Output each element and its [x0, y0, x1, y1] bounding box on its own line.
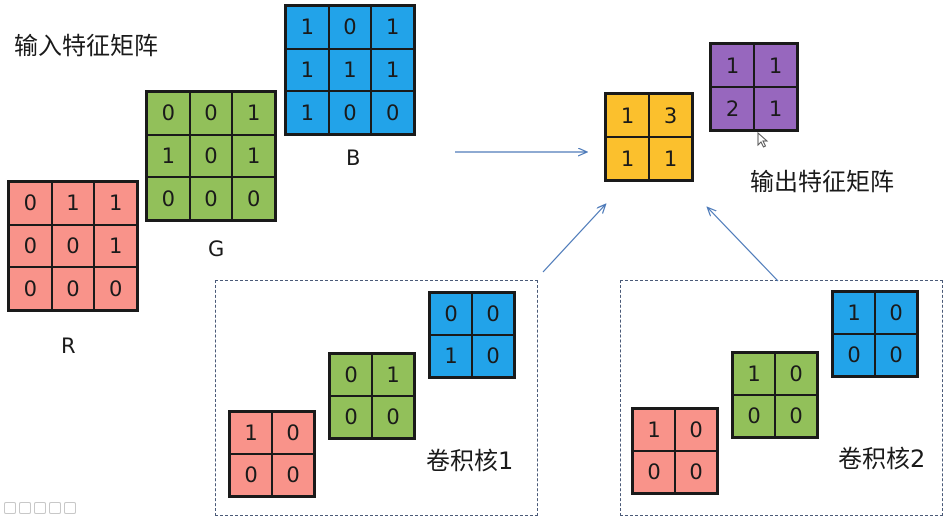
kernel2-matrix-b-cell: 0: [875, 292, 917, 334]
kernel2-matrix-r-cell: 0: [675, 409, 717, 451]
input-matrix-r-cell: 0: [94, 267, 137, 310]
input-matrix-g-cell: 0: [189, 134, 233, 178]
kernel2-matrix-b-cell: 0: [875, 334, 917, 376]
input-matrix-r-cell: 0: [9, 267, 52, 310]
kernel1-matrix-r-cell: 0: [272, 454, 314, 496]
kernel2-matrix-r-cell: 1: [633, 409, 675, 451]
kernel2-matrix-b-cell: 0: [833, 334, 875, 376]
input-matrix-b-cell: 1: [286, 48, 329, 92]
kernel1-box: [215, 280, 538, 516]
input-matrix-g-cell: 1: [232, 134, 275, 178]
kernel2-matrix-g-cell: 0: [775, 395, 817, 437]
kernel1-matrix-g-cell: 0: [372, 396, 414, 438]
pen-icon[interactable]: [19, 502, 31, 514]
input-matrix-g-cell: 0: [232, 177, 275, 220]
input-matrix-r-cell: 0: [51, 224, 95, 268]
kernel1-matrix-g-cell: 1: [372, 354, 414, 396]
input-matrix-g-cell: 1: [147, 134, 190, 178]
input-matrix-r-cell: 0: [9, 182, 52, 225]
arrow-kernel2-to-output: [708, 208, 779, 282]
presentation-toolbar: [4, 502, 76, 514]
screen-icon[interactable]: [4, 502, 16, 514]
kernel2-matrix-g-cell: 0: [733, 395, 775, 437]
output-matrix-orange-cell: 1: [649, 137, 692, 180]
input-matrix-r-cell: 0: [9, 224, 52, 268]
output-matrix-purple-cell: 2: [711, 87, 754, 130]
output-matrix-purple-cell: 1: [754, 87, 797, 130]
output-matrix-orange-cell: 1: [606, 94, 649, 137]
channel-label-b: B: [346, 146, 361, 170]
kernel2-label: 卷积核2: [838, 445, 926, 473]
output-matrix-purple-cell: 1: [711, 44, 754, 87]
channel-label-g: G: [208, 237, 225, 261]
input-matrix-r-cell: 1: [51, 182, 95, 225]
kernel1-matrix-b-cell: 0: [430, 293, 472, 335]
input-matrix-b-cell: 0: [328, 6, 372, 49]
kernel2-box: [620, 280, 943, 516]
input-matrix-g-cell: 0: [147, 177, 190, 220]
input-matrix-b-cell: 1: [328, 48, 372, 92]
output-matrix-orange-cell: 1: [606, 137, 649, 180]
arrow-kernel1-to-output: [542, 205, 605, 273]
kernel1-matrix-r-cell: 0: [272, 412, 314, 454]
output-matrix-purple-cell: 1: [754, 44, 797, 87]
kernel2-matrix-g-cell: 1: [733, 353, 775, 395]
input-matrix-b-cell: 0: [371, 91, 414, 134]
kernel1-matrix-b-cell: 0: [472, 293, 514, 335]
eraser-icon[interactable]: [34, 502, 46, 514]
kernel2-matrix-r-cell: 0: [675, 451, 717, 493]
input-matrix-b-cell: 1: [286, 91, 329, 134]
input-matrix-r-cell: 0: [51, 267, 95, 310]
pointer-icon[interactable]: [49, 502, 61, 514]
input-matrix-r-cell: 1: [94, 224, 137, 268]
kernel1-matrix-g-cell: 0: [330, 354, 372, 396]
kernel2-matrix-r-cell: 0: [633, 451, 675, 493]
input-matrix-b-cell: 1: [371, 6, 414, 49]
kernel1-matrix-b-cell: 0: [472, 335, 514, 377]
kernel1-matrix-g-cell: 0: [330, 396, 372, 438]
channel-label-r: R: [61, 334, 76, 358]
kernel2-matrix-g-cell: 0: [775, 353, 817, 395]
mouse-pointer-icon: [757, 132, 769, 148]
output-matrix-orange-cell: 3: [649, 94, 692, 137]
kernel1-matrix-r-cell: 1: [230, 412, 272, 454]
input-matrix-g-cell: 1: [232, 92, 275, 135]
input-matrix-r-cell: 1: [94, 182, 137, 225]
kernel1-matrix-r-cell: 0: [230, 454, 272, 496]
input-matrix-g-cell: 0: [189, 92, 233, 135]
kernel2-matrix-b-cell: 1: [833, 292, 875, 334]
output-feature-matrix-title: 输出特征矩阵: [750, 168, 894, 196]
input-matrix-g-cell: 0: [147, 92, 190, 135]
kernel1-matrix-b-cell: 1: [430, 335, 472, 377]
kernel1-label: 卷积核1: [426, 447, 514, 475]
input-matrix-b-cell: 0: [328, 91, 372, 134]
input-feature-matrix-title: 输入特征矩阵: [14, 32, 158, 60]
camera-icon[interactable]: [64, 502, 76, 514]
input-matrix-b-cell: 1: [286, 6, 329, 49]
input-matrix-b-cell: 1: [371, 48, 414, 92]
input-matrix-g-cell: 0: [189, 177, 233, 220]
